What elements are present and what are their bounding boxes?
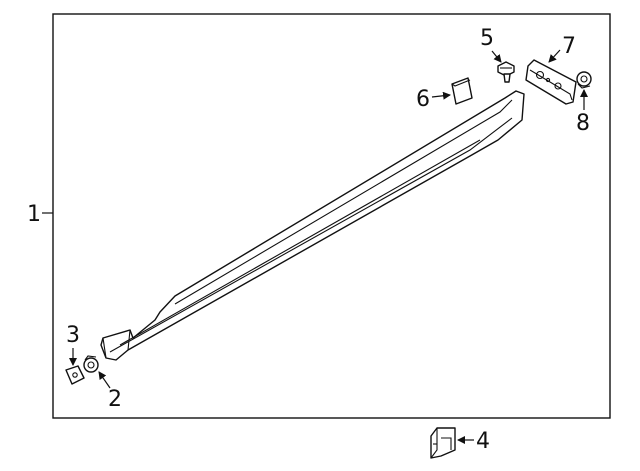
push-clip-part bbox=[497, 61, 515, 83]
callout-2-leader bbox=[98, 371, 111, 389]
callout-3-label: 3 bbox=[66, 323, 80, 348]
pad-part bbox=[451, 77, 473, 105]
callout-5-leader bbox=[491, 50, 502, 63]
callout-8-label: 8 bbox=[576, 111, 590, 136]
callout-7-leader bbox=[548, 49, 561, 63]
callout-7[interactable]: 7 bbox=[548, 34, 576, 63]
callout-8[interactable]: 8 bbox=[576, 89, 590, 136]
grommet-part bbox=[83, 355, 99, 373]
callout-3[interactable]: 3 bbox=[66, 323, 80, 366]
callout-6-leader bbox=[431, 91, 451, 100]
callout-1[interactable]: 1 bbox=[27, 202, 53, 227]
callout-4-label: 4 bbox=[476, 429, 490, 454]
callout-2[interactable]: 2 bbox=[98, 371, 122, 412]
callout-7-label: 7 bbox=[562, 34, 576, 59]
clip-nut-part bbox=[65, 365, 85, 385]
callout-4[interactable]: 4 bbox=[457, 429, 490, 454]
callout-5-label: 5 bbox=[480, 26, 494, 51]
bracket-clip-part bbox=[430, 427, 456, 459]
callout-6-label: 6 bbox=[416, 87, 430, 112]
callout-1-label: 1 bbox=[27, 202, 41, 227]
callout-5[interactable]: 5 bbox=[480, 26, 502, 63]
callout-6[interactable]: 6 bbox=[416, 87, 451, 112]
nut-part bbox=[576, 71, 592, 89]
assembly-frame bbox=[52, 13, 611, 419]
callout-2-label: 2 bbox=[108, 387, 122, 412]
end-bracket-part bbox=[525, 59, 577, 105]
rocker-molding bbox=[100, 90, 525, 361]
